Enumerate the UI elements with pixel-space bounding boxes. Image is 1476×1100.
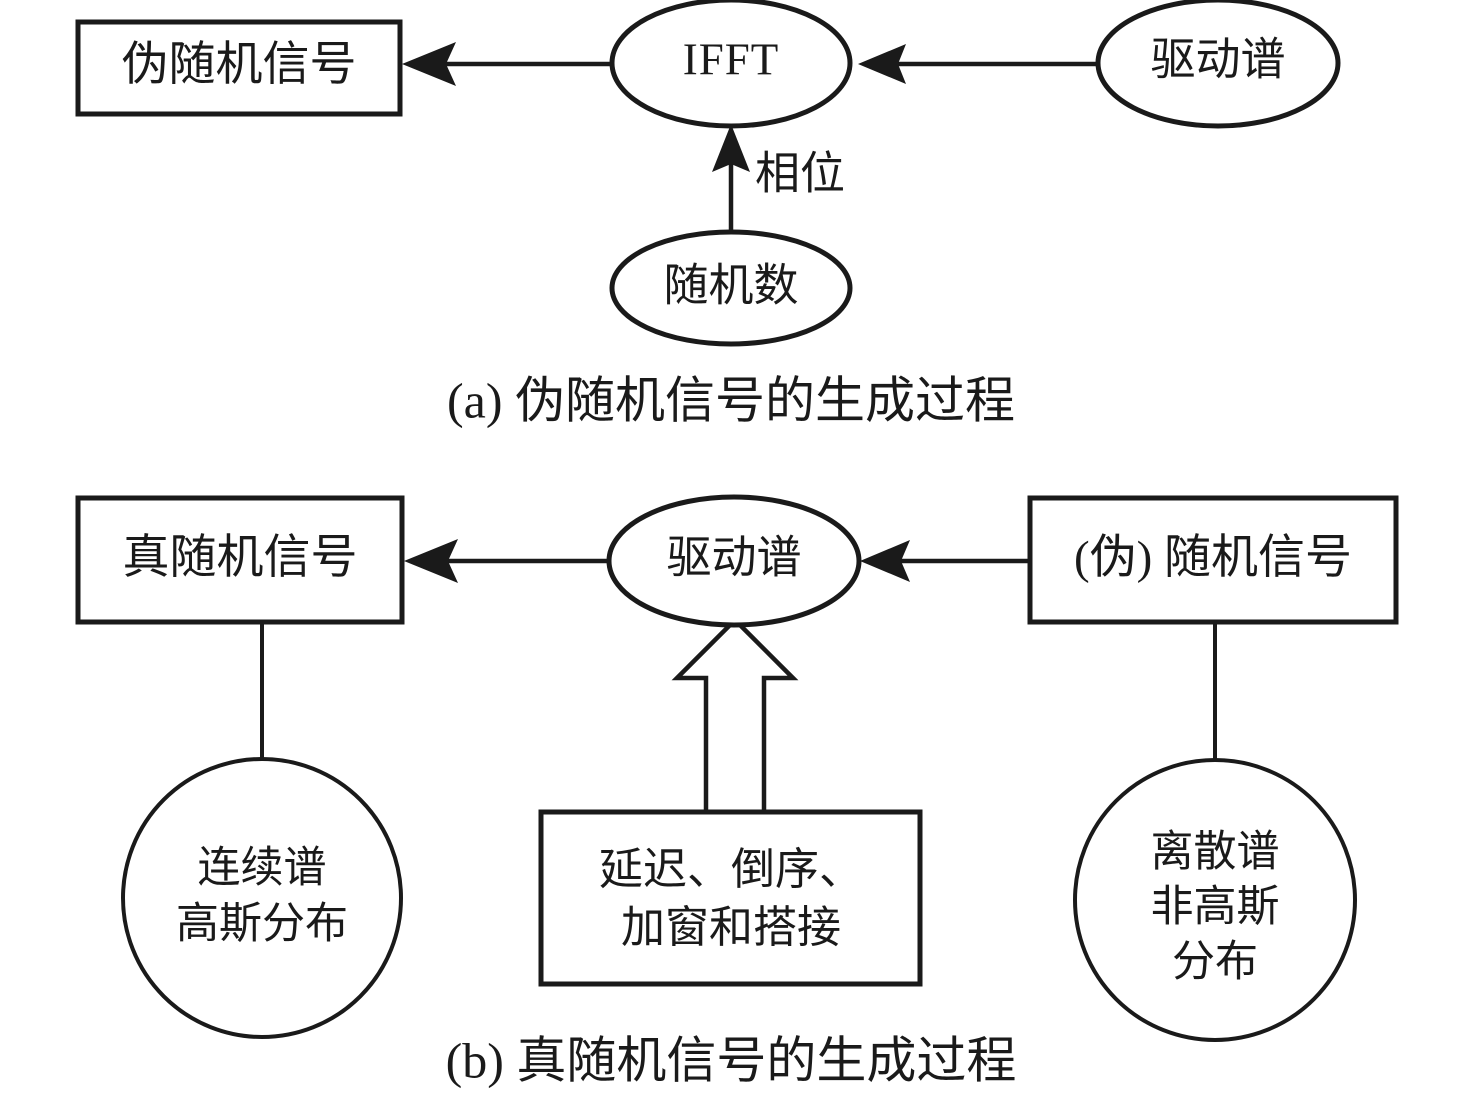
node-process-box-line2: 加窗和搭接 xyxy=(621,903,841,952)
node-drive-spectrum-ellipse-b[interactable] xyxy=(606,494,862,628)
caption-panel-b: (b) 真随机信号的生成过程 xyxy=(446,1032,1017,1088)
node-continuous-spectrum-line2: 高斯分布 xyxy=(176,901,348,948)
node-random-number-ellipse[interactable] xyxy=(609,229,853,347)
node-true-random-signal-box[interactable] xyxy=(75,495,405,625)
node-drive-spectrum-label-b: 驱动谱 xyxy=(666,532,801,582)
node-true-random-signal-label: 真随机信号 xyxy=(123,532,358,584)
node-random-number-label: 随机数 xyxy=(663,260,798,310)
node-discrete-spectrum-line1: 离散谱 xyxy=(1151,828,1280,876)
node-drive-spectrum-label-a: 驱动谱 xyxy=(1150,34,1285,84)
edge-random-to-ifft xyxy=(712,124,750,232)
node-process-box[interactable] xyxy=(538,809,923,987)
node-pseudo-random-signal-box[interactable] xyxy=(75,19,403,117)
node-pseudo-random-signal-label: 伪随机信号 xyxy=(122,39,357,91)
node-discrete-spectrum-circle[interactable] xyxy=(1073,758,1357,1042)
node-pseudo-random-signal-label-b: (伪) 随机信号 xyxy=(1074,532,1352,584)
block-arrow-up-icon xyxy=(671,616,799,818)
node-continuous-spectrum-circle[interactable] xyxy=(121,757,403,1039)
node-ifft-label: IFFT xyxy=(683,34,780,84)
node-process-box-line1: 延迟、倒序、 xyxy=(599,845,863,894)
arrowhead-left-icon xyxy=(402,42,456,86)
arrowhead-left-icon xyxy=(860,540,910,582)
edge-pseudo-to-drive xyxy=(860,540,1030,582)
caption-panel-a: (a) 伪随机信号的生成过程 xyxy=(447,372,1015,428)
panel-b: 真随机信号 驱动谱 (伪) 随机信号 连续谱 高斯分布 离散谱 非高斯 分布 延… xyxy=(75,494,1399,1088)
arrowhead-left-icon xyxy=(404,539,458,583)
edge-ifft-to-output xyxy=(402,42,612,86)
node-drive-spectrum-ellipse-a[interactable] xyxy=(1095,0,1341,129)
arrowhead-left-icon xyxy=(858,44,906,84)
edge-label-phase: 相位 xyxy=(755,148,845,198)
panel-a: 伪随机信号 IFFT 驱动谱 随机数 相位 (a) 伪随机信号的生成过程 xyxy=(75,0,1341,428)
node-ifft-ellipse[interactable] xyxy=(609,0,853,129)
edge-drive-to-true xyxy=(404,539,608,583)
edge-drive-to-ifft xyxy=(858,44,1098,84)
node-discrete-spectrum-line3: 分布 xyxy=(1172,939,1258,986)
node-pseudo-random-signal-box-b[interactable] xyxy=(1027,495,1399,625)
arrowhead-up-icon xyxy=(712,124,750,172)
node-continuous-spectrum-line1: 连续谱 xyxy=(198,845,327,892)
node-discrete-spectrum-line2: 非高斯 xyxy=(1151,884,1280,931)
